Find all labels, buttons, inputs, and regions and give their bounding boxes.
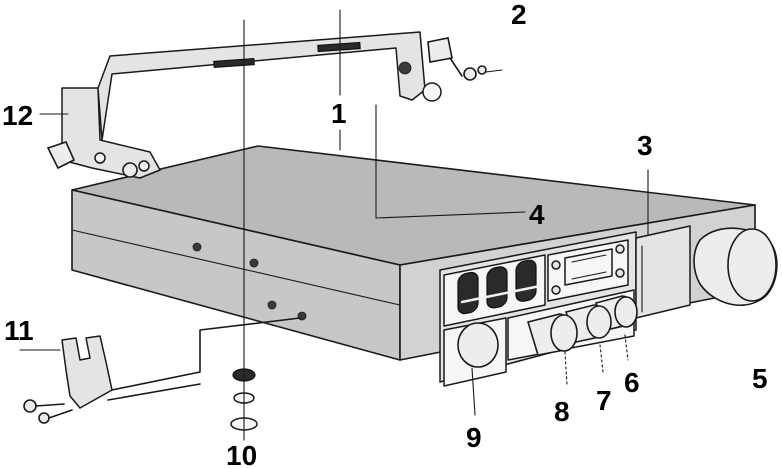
channel-display[interactable] <box>547 239 629 302</box>
callout-1: 1 <box>331 98 347 129</box>
callout-9: 9 <box>466 422 482 453</box>
callout-4: 4 <box>529 199 545 230</box>
callout-5: 5 <box>752 363 768 394</box>
callout-3: 3 <box>637 130 653 161</box>
callout-8: 8 <box>554 396 570 427</box>
callout-labels: 1 2 3 4 5 6 7 8 9 10 11 12 <box>2 0 768 469</box>
floor-bracket <box>23 317 301 424</box>
big-volume-knob[interactable] <box>693 227 778 306</box>
callout-6: 6 <box>624 367 640 398</box>
callout-12: 12 <box>2 100 33 131</box>
callout-7: 7 <box>596 385 612 416</box>
leader-lines <box>19 9 649 441</box>
microphone-socket[interactable] <box>443 317 507 387</box>
switch-panel <box>443 254 546 327</box>
mounting-bracket <box>46 31 487 179</box>
speaker-grille <box>635 225 691 319</box>
knob-8[interactable] <box>526 313 578 356</box>
callout-10: 10 <box>226 440 257 469</box>
callout-11: 11 <box>4 315 34 346</box>
callout-2: 2 <box>511 0 527 30</box>
